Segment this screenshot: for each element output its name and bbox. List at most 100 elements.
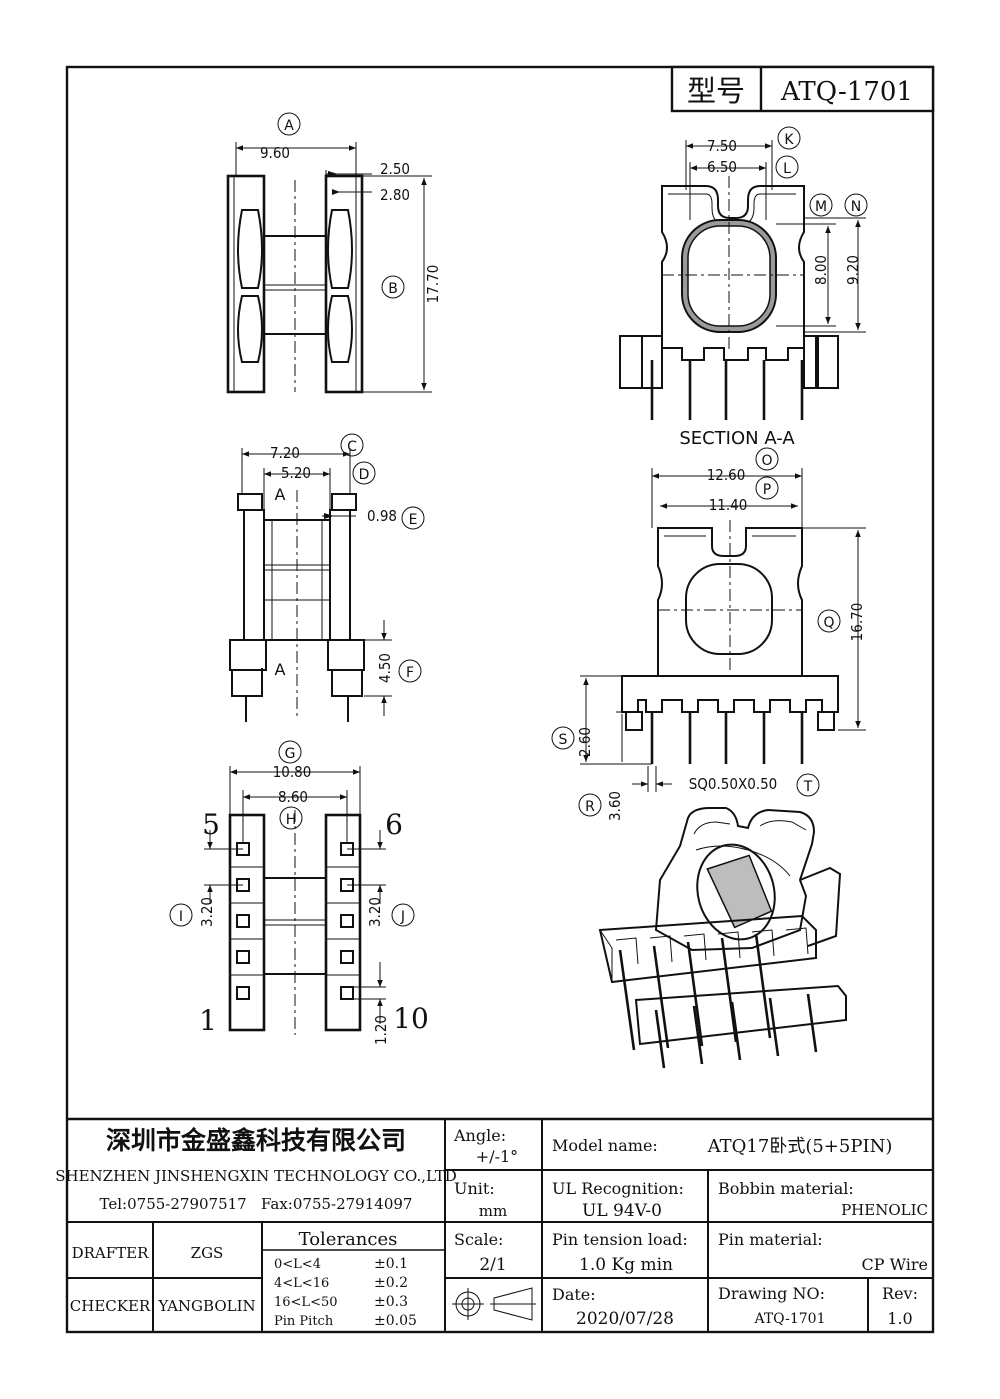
unit-label: Unit: [454,1179,495,1198]
dimension-label: 3.20 [366,897,384,927]
dimension-label: 11.40 [709,496,748,514]
bobbin-value: PHENOLIC [841,1201,928,1219]
bottom-view-dims: 10.80 G 8.60 H 3.20 I 3.20 J 1.20 [169,740,415,1045]
dimension-label: A [284,118,294,134]
dimension-label: 10.80 [273,763,312,781]
model-name-value: ATQ17卧式(5+5PIN) [707,1136,893,1157]
dimension-label: J [400,909,405,925]
drafter-value: ZGS [191,1244,224,1262]
dimension-label: 16.70 [848,603,866,642]
dimension-label: O [761,453,772,469]
dimension-label: 8.60 [278,788,308,806]
pin-material-label: Pin material: [718,1230,823,1249]
pin-tension-value: 1.0 Kg min [579,1255,673,1275]
scale-label: Scale: [454,1230,503,1249]
dimension-label: K [784,132,794,148]
dimension-label: 4.50 [376,653,394,683]
dimension-label: 6.50 [707,158,737,176]
dimension-label: T [803,779,813,795]
drawing-no-value: ATQ-1701 [753,1311,825,1327]
tol-range-3: Pin Pitch [274,1314,334,1329]
dimension-label: Q [823,615,834,631]
tol-range-0: 0<L<4 [274,1257,321,1272]
pin-material-value: CP Wire [862,1255,929,1274]
model-label: 型号 [687,74,745,108]
dimension-label: D [359,467,370,483]
dimension-label: I [179,909,183,925]
dimension-label: 9.20 [844,255,862,285]
pin-6-label: 6 [385,808,403,841]
dimension-label: E [409,512,418,528]
dimension-label: 17.70 [424,265,442,304]
unit-value: mm [479,1202,507,1220]
sheet-border [65,65,935,1334]
tol-value-2: ±0.3 [374,1294,408,1310]
dimension-label: 5.20 [281,464,311,482]
pin-1-label: 1 [199,1004,217,1037]
front-view-dims: 7.20 C 5.20 D 0.98 E 4.50 F [241,433,425,716]
pin-10-label: 10 [393,1002,429,1035]
dimension-label: S [559,732,568,748]
dimension-label: 8.00 [812,255,830,285]
dimension-label: A [275,660,286,679]
contact: Tel:0755-27907517 Fax:0755-27914097 [100,1195,413,1213]
dimension-label: N [851,199,861,215]
checker-value: YANGBOLIN [157,1297,255,1315]
tol-range-1: 4<L<16 [274,1276,329,1291]
section-view-dims: 7.50 K 6.50 L 8.00 M 9.20 N [685,126,868,333]
drawing-no-label: Drawing NO: [718,1284,825,1303]
dimension-label: L [783,161,791,177]
scale-value: 2/1 [479,1255,506,1275]
ul-label: UL Recognition: [552,1179,684,1198]
tol-value-1: ±0.2 [374,1275,408,1291]
side-view-dims: 9.60 A 2.50 2.80 17.70 B [235,112,442,393]
right-side-view-dims: 12.60 O 11.40 P 16.70 Q 2.60 S 3.60 R SQ… [551,447,866,821]
side-view [226,174,364,394]
angle-label: Angle: [453,1126,506,1145]
bottom-view: 5 6 1 10 [199,808,429,1037]
date-value: 2020/07/28 [576,1309,674,1329]
section-view: SECTION A-A [619,176,839,449]
dimension-label: M [815,199,827,215]
dimension-label: R [585,799,595,815]
dimension-label: 7.20 [270,444,300,462]
dimension-label: 12.60 [707,466,746,484]
dimension-label: 0.98 [367,507,397,525]
checker-label: CHECKER [70,1297,151,1315]
drafter-label: DRAFTER [72,1244,150,1262]
dimension-label: 9.60 [260,144,290,162]
company-en: SHENZHEN JINSHENGXIN TECHNOLOGY CO.,LTD [55,1167,457,1185]
pin-tension-label: Pin tension load: [552,1230,688,1249]
projection-symbol-icon [452,1287,536,1321]
dimension-label: F [406,665,414,681]
dimension-label: P [763,482,771,498]
title-block: 深圳市金盛鑫科技有限公司 SHENZHEN JINSHENGXIN TECHNO… [55,1117,933,1332]
rev-value: 1.0 [887,1309,912,1328]
right-side-view [621,520,839,764]
bobbin-label: Bobbin material: [718,1179,854,1198]
ul-value: UL 94V-0 [582,1201,662,1221]
pin-5-label: 5 [202,808,220,841]
angle-value: +/-1° [476,1147,518,1166]
dimension-label: 7.50 [707,137,737,155]
dimension-label: 2.80 [380,186,410,204]
tol-range-2: 16<L<50 [274,1295,338,1310]
section-label: SECTION A-A [679,428,795,449]
company-cn: 深圳市金盛鑫科技有限公司 [106,1126,406,1155]
model-value: ATQ-1701 [780,77,913,107]
dimension-label: A [275,485,286,504]
tol-value-0: ±0.1 [374,1256,408,1272]
tolerances-title: Tolerances [299,1229,398,1250]
dimension-label: C [347,439,357,455]
dimension-label: B [388,281,398,297]
dimension-label: 3.20 [198,897,216,927]
dimension-label: H [286,812,297,828]
model-header: 型号 ATQ-1701 [670,65,935,113]
dimension-label: G [285,746,296,762]
dimension-label: 1.20 [372,1015,390,1045]
model-name-label: Model name: [552,1136,658,1155]
rev-label: Rev: [882,1284,918,1303]
dimension-label: 3.60 [606,791,624,821]
dimension-label: 2.60 [576,727,594,757]
